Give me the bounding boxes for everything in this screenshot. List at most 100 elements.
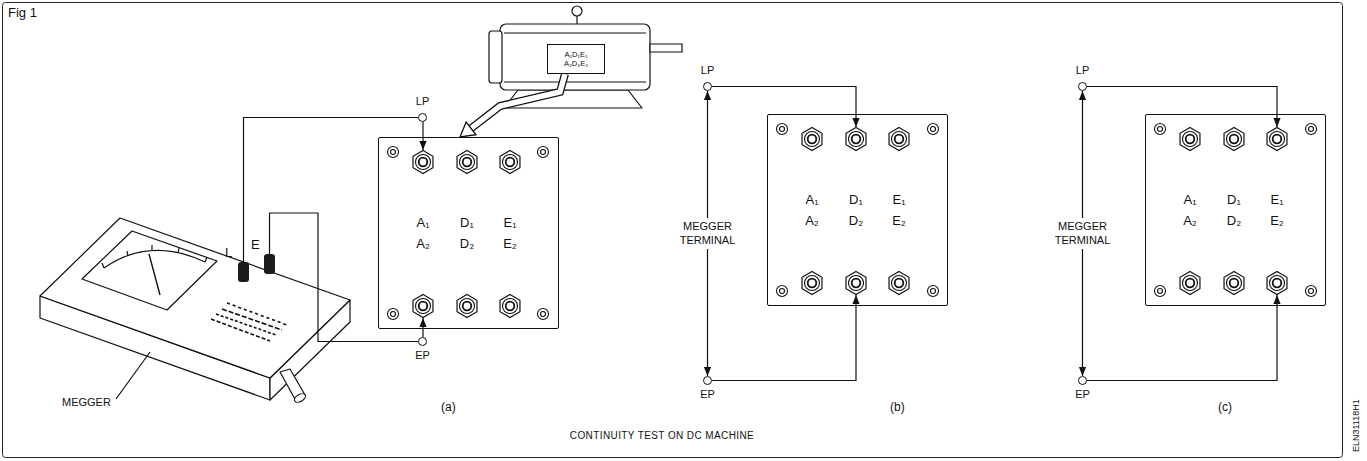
hex-nut-symbol: [844, 271, 868, 295]
test-lead-wire: [1087, 87, 1277, 128]
stud-washer: [1227, 132, 1242, 147]
hex-nut-symbol: [411, 150, 435, 174]
hex-nut-symbol: [498, 294, 522, 318]
stud-end: [506, 158, 515, 167]
terminal-name: E₁: [892, 193, 905, 208]
hex-nut-symbol: [1222, 271, 1246, 295]
wire-path: [422, 318, 423, 337]
test-lead-point: EP: [703, 376, 712, 385]
scale-tick: [127, 251, 128, 256]
motor-body-line: [504, 32, 646, 33]
terminal-name: D₁: [460, 216, 474, 231]
terminal-stud: E₁: [887, 127, 911, 151]
terminal-stud: D₁: [844, 127, 868, 151]
terminal-name: D₁: [1227, 193, 1241, 208]
wire-path: [712, 295, 856, 381]
nameplate-text: A₂D₂E₂: [564, 59, 588, 68]
hex-nut-outline: [500, 151, 520, 174]
stud-washer: [416, 155, 431, 170]
wire-path: [712, 87, 856, 128]
test-lead-point: EP: [418, 337, 427, 346]
terminal-name: A₂: [805, 214, 819, 229]
leader-line: [116, 352, 150, 399]
terminal-stud: E₁: [498, 150, 522, 174]
test-lead-wire: [1087, 295, 1277, 381]
motor-eye-bolt-stem: [576, 16, 577, 24]
hex-nut-outline: [802, 272, 822, 295]
screw: [780, 127, 785, 132]
screw: [538, 309, 549, 320]
stud-washer: [1183, 132, 1198, 147]
stud-washer: [503, 299, 518, 314]
meter-window: [82, 231, 217, 310]
motor-body: [500, 24, 650, 90]
wire-path: [1087, 295, 1277, 381]
stud-washer: [460, 299, 475, 314]
test-lead-point: LP: [1078, 82, 1087, 91]
instruction-text-mark: [227, 303, 287, 325]
block-arrow: [460, 74, 565, 137]
screw: [931, 289, 936, 294]
connector-label: MEGGER TERMINAL: [673, 218, 743, 248]
test-lead-wire: [423, 122, 424, 150]
hex-nut-symbol: [844, 127, 868, 151]
screw: [931, 127, 936, 132]
lead-label: EP: [415, 349, 430, 362]
terminal-stud: E₂: [1265, 271, 1289, 295]
terminal-name: A₂: [416, 237, 430, 252]
terminal-name: E₂: [503, 237, 517, 252]
dc-motor-illustration: [489, 6, 682, 108]
scale-tick: [205, 257, 207, 262]
terminal-name: E₂: [892, 214, 906, 229]
motor-eye-bolt: [572, 6, 582, 16]
hex-nut-symbol: [498, 150, 522, 174]
stud-end: [1273, 279, 1282, 288]
terminal-stud: A₁: [411, 150, 435, 174]
test-lead-wire: [423, 318, 424, 337]
wire-path: [422, 122, 423, 150]
hex-nut-symbol: [411, 294, 435, 318]
stud-end: [1186, 135, 1195, 144]
terminal-stud: A₂: [800, 271, 824, 295]
hex-nut-outline: [1180, 128, 1200, 151]
screw: [1306, 124, 1317, 135]
hex-nut-outline: [1267, 272, 1287, 295]
screw: [391, 150, 396, 155]
screw: [1309, 127, 1314, 132]
terminal-board: A₁D₁E₁A₂D₂E₂: [1145, 114, 1326, 306]
hex-nut-symbol: [1265, 271, 1289, 295]
stud-washer: [892, 132, 907, 147]
hex-nut-symbol: [1178, 127, 1202, 151]
stud-end: [852, 279, 861, 288]
test-lead-wire: [712, 295, 856, 381]
screw: [777, 124, 788, 135]
stud-end: [895, 135, 904, 144]
hex-nut-outline: [457, 151, 477, 174]
stud-washer: [805, 276, 820, 291]
screw: [928, 286, 939, 297]
hex-nut-outline: [889, 272, 909, 295]
lead-label: EP: [700, 388, 715, 401]
panel-label: (a): [441, 401, 456, 415]
stud-end: [852, 135, 861, 144]
stud-washer: [1270, 276, 1285, 291]
stud-washer: [805, 132, 820, 147]
stud-end: [1273, 135, 1282, 144]
terminal-stud: A₁: [800, 127, 824, 151]
screw: [1155, 124, 1166, 135]
terminal-stud: D₂: [844, 271, 868, 295]
meter-scale: [104, 250, 205, 268]
hex-nut-outline: [413, 295, 433, 318]
stud-washer: [460, 155, 475, 170]
hex-nut-outline: [1224, 128, 1244, 151]
stud-washer: [849, 276, 864, 291]
test-lead-point: LP: [703, 82, 712, 91]
terminal-name: A₁: [805, 193, 818, 208]
scale-tick: [178, 248, 179, 253]
figure-frame: [3, 3, 1343, 458]
terminal-stud: A₂: [1178, 271, 1202, 295]
terminal-name: D₂: [1227, 214, 1241, 229]
megger-top-face: [40, 218, 350, 378]
hex-nut-outline: [846, 272, 866, 295]
hex-nut-outline: [500, 295, 520, 318]
